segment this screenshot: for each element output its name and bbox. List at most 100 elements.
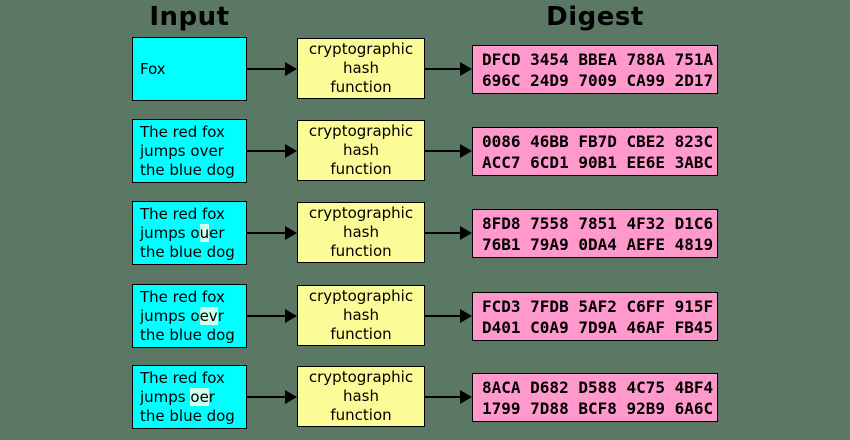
hash-function-label-line: cryptographic [308,122,414,140]
digest-hex-line: 696C 24D9 7009 CA99 2D17 [482,70,714,90]
arrow-head-icon [285,309,297,323]
input-text-line: jumps oer [140,387,246,407]
digest-hex-line: 0086 46BB FB7D CBE2 823C [482,131,714,151]
changed-char-highlight: oe [190,387,209,406]
input-text-segment: r [217,306,224,325]
hash-to-digest-arrow [425,62,472,76]
input-text-segment: the blue dog [140,406,235,425]
input-text-line: The red fox [140,205,246,224]
input-to-hash-arrow [247,144,297,158]
input-column-header: Input [149,2,230,32]
input-text-segment: the blue dog [140,160,235,179]
input-text-line: jumps oevr [140,306,246,326]
input-text-segment: Fox [140,59,166,78]
input-text-segment: jumps o [140,306,200,325]
input-text-segment: jumps over [140,141,224,160]
hash-to-digest-arrow [425,309,472,323]
arrow-shaft [247,232,287,234]
arrow-shaft [247,315,287,317]
hash-function-label-line: cryptographic [308,287,414,305]
input-text-segment: the blue dog [140,325,235,344]
arrow-head-icon [460,226,472,240]
input-text-line: The red fox [140,369,246,388]
hash-to-digest-arrow [425,226,472,240]
hash-to-digest-arrow [425,390,472,404]
hash-function-label-line: function [330,242,392,260]
hash-function-label-line: function [330,78,392,96]
hash-function-label-line: hash [342,306,380,324]
hash-function-label-line: cryptographic [308,40,414,58]
arrow-shaft [247,68,287,70]
digest-hex-line: 76B1 79A9 0DA4 AEFE 4819 [482,234,714,254]
digest-hex-line: D401 C0A9 7D9A 46AF FB45 [482,317,714,337]
input-text-segment: The red fox [140,368,225,387]
changed-char-highlight: ev [199,306,218,325]
hash-function-label-line: cryptographic [308,368,414,386]
hash-function-label-line: hash [342,387,380,405]
input-to-hash-arrow [247,309,297,323]
input-text-line: jumps ouer [140,223,246,243]
input-text-segment: The red fox [140,204,225,223]
input-text-segment: The red fox [140,122,225,141]
input-text-segment: jumps [140,387,191,406]
input-text-segment: The red fox [140,287,225,306]
input-text-line: jumps over [140,142,246,161]
arrow-shaft [425,315,462,317]
input-to-hash-arrow [247,390,297,404]
input-text-line: Fox [140,60,246,79]
arrow-head-icon [460,309,472,323]
input-text-line: The red fox [140,288,246,307]
hash-function-label-line: function [330,160,392,178]
arrow-head-icon [460,144,472,158]
hash-function-label-line: hash [342,59,380,77]
input-text-line: the blue dog [140,243,246,262]
digest-hex-line: 8ACA D682 D588 4C75 4BF4 [482,377,714,397]
arrow-shaft [247,396,287,398]
input-to-hash-arrow [247,62,297,76]
arrow-shaft [425,68,462,70]
input-text-line: the blue dog [140,161,246,180]
hash-function-label-line: function [330,406,392,424]
digest-hex-line: DFCD 3454 BBEA 788A 751A [482,49,714,69]
hash-function-label-line: cryptographic [308,204,414,222]
arrow-head-icon [285,390,297,404]
input-text-line: The red fox [140,123,246,142]
arrow-head-icon [460,62,472,76]
input-text-segment: er [209,223,225,242]
digest-hex-line: 1799 7D88 BCF8 92B9 6A6C [482,398,714,418]
hash-function-label-line: hash [342,141,380,159]
input-text-segment: the blue dog [140,242,235,261]
hash-function-label-line: hash [342,223,380,241]
digest-hex-line: ACC7 6CD1 90B1 EE6E 3ABC [482,152,714,172]
arrow-head-icon [285,62,297,76]
input-text-box: Fox [132,37,247,101]
hash-function-label-line: function [330,325,392,343]
input-text-segment: jumps o [140,223,200,242]
digest-column-header: Digest [546,2,644,32]
digest-hex-line: FCD3 7FDB 5AF2 C6FF 915F [482,296,714,316]
hash-to-digest-arrow [425,144,472,158]
input-text-line: the blue dog [140,407,246,426]
arrow-head-icon [285,226,297,240]
input-text-line: the blue dog [140,326,246,345]
arrow-head-icon [460,390,472,404]
